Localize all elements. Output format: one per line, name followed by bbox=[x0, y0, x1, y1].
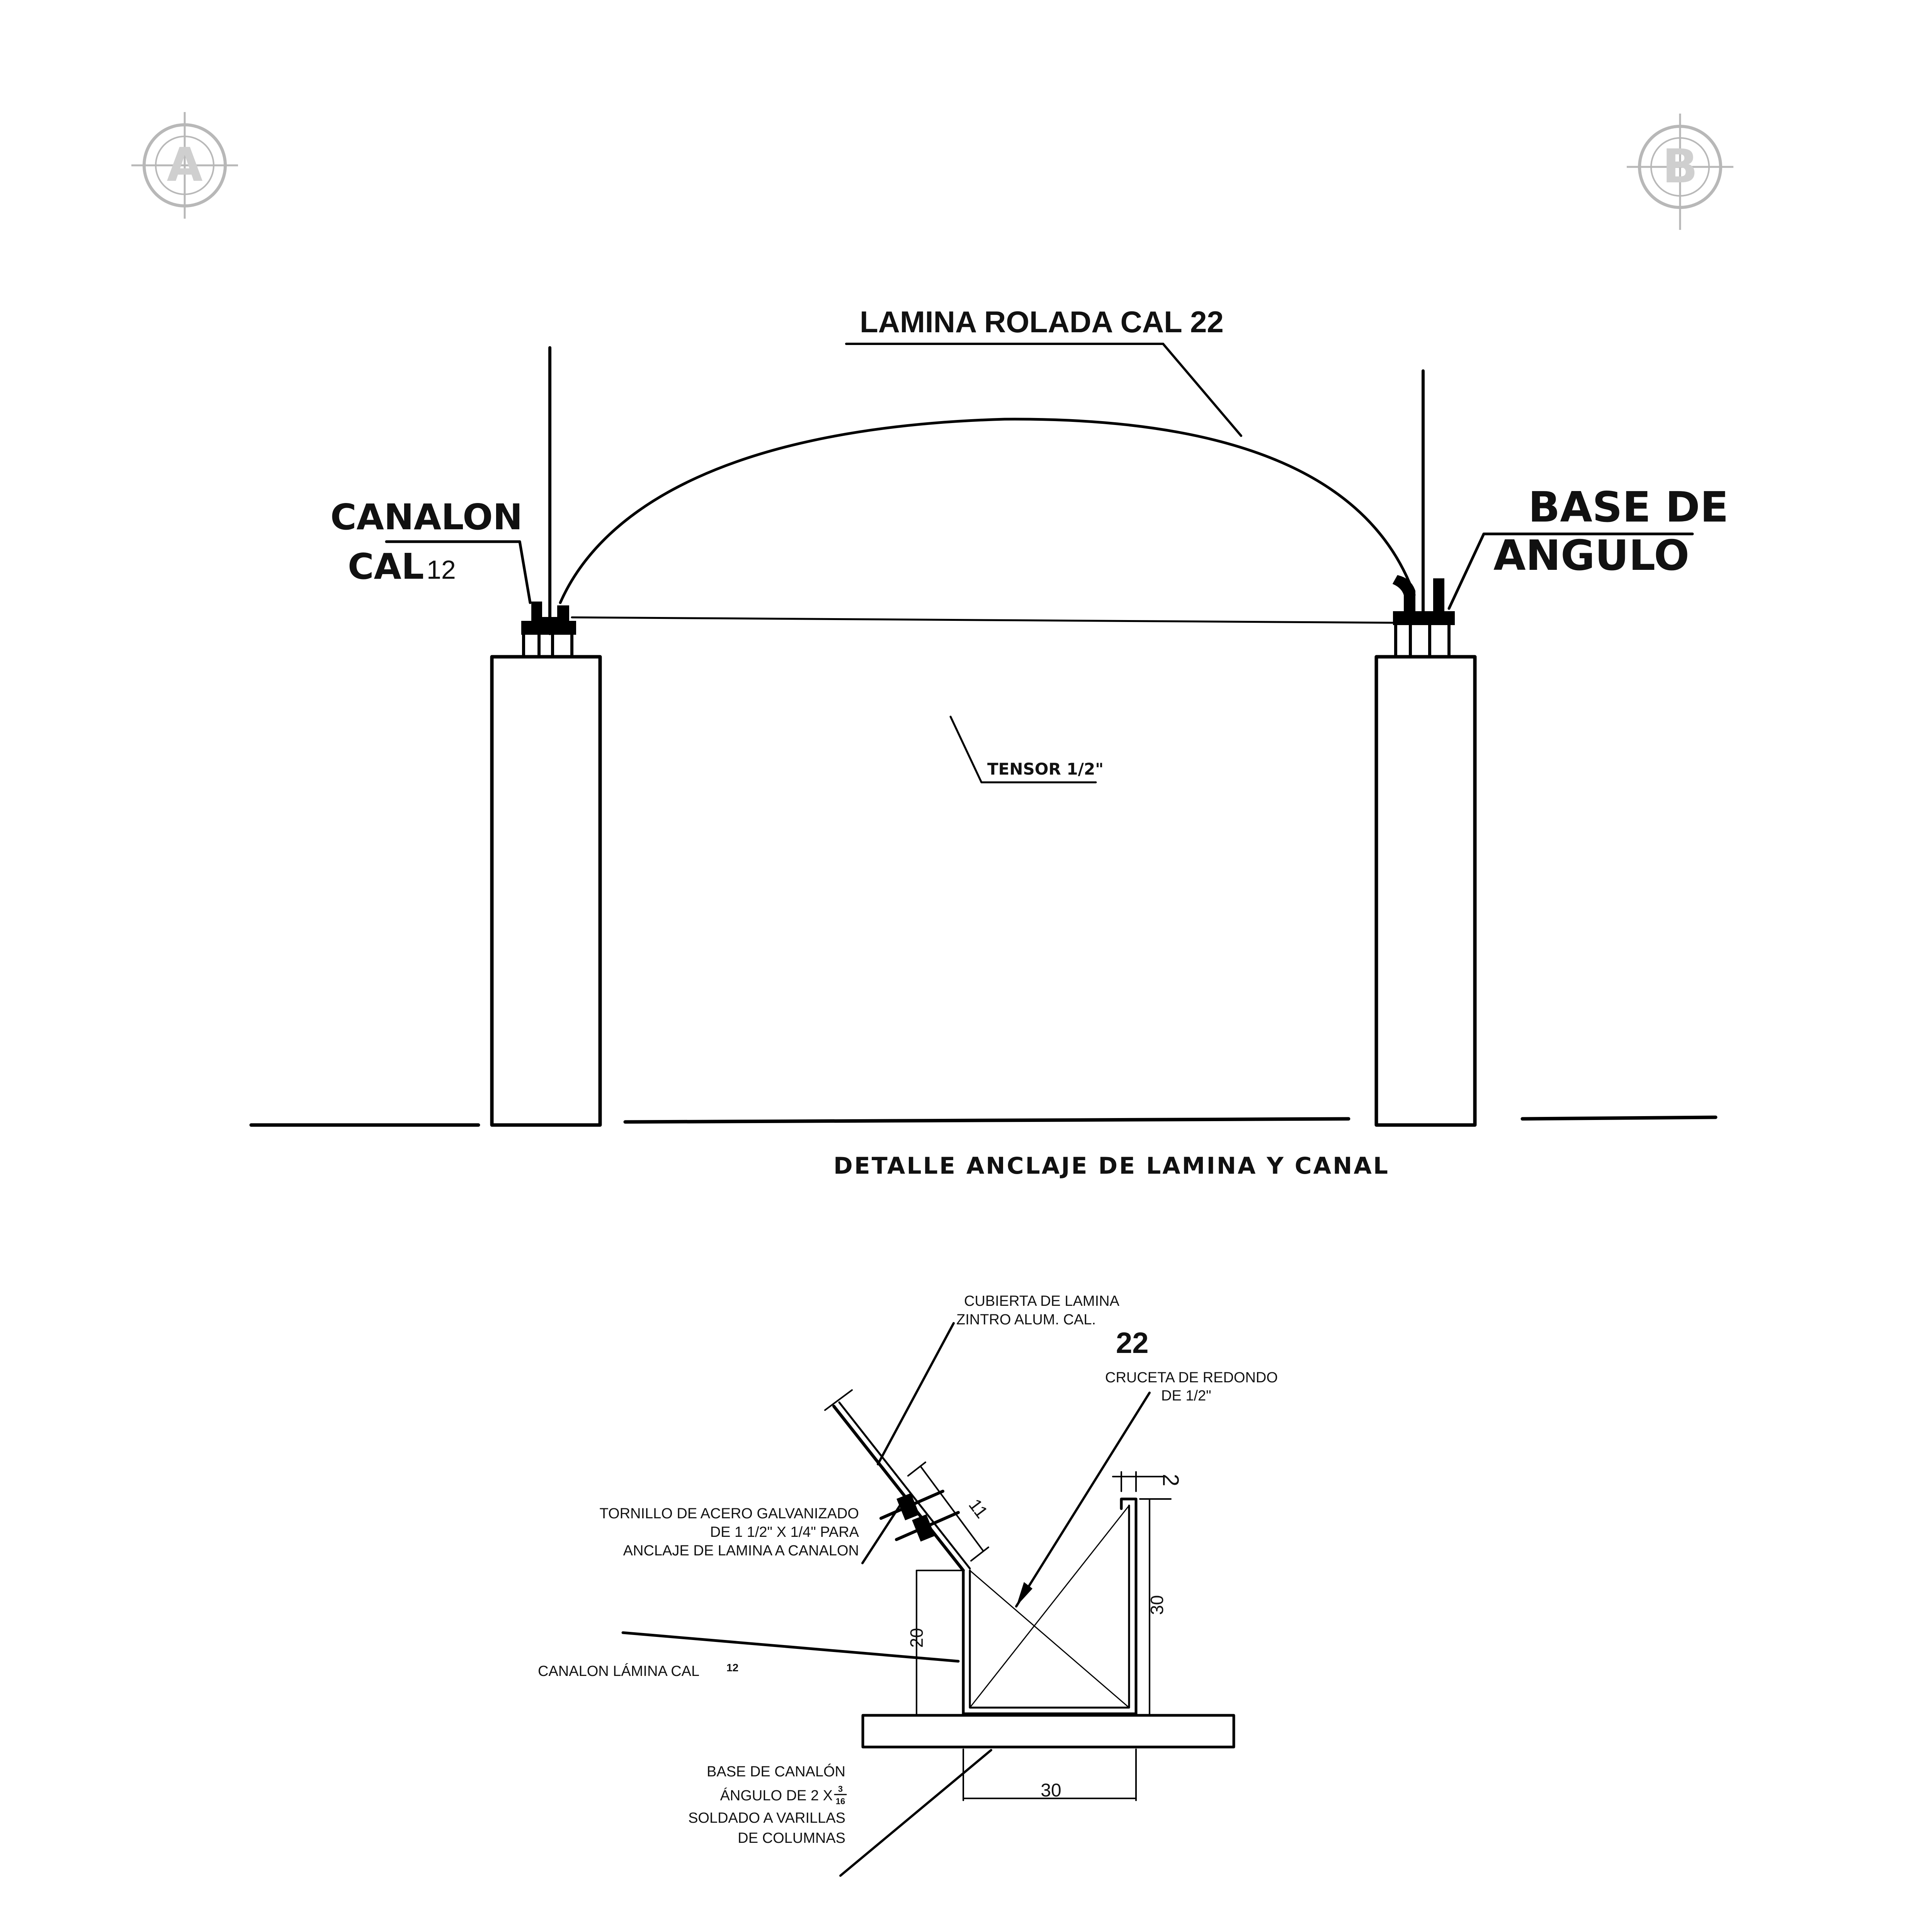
grid-marker-a: A bbox=[131, 112, 238, 219]
gutter-label-gauge: 12 bbox=[726, 1662, 738, 1674]
dim-right-height: 30 bbox=[1147, 1595, 1167, 1615]
gutter-label-line1: CANALON bbox=[330, 496, 522, 538]
bolt-label-line2: DE 1 1/2" X 1/4" PARA bbox=[710, 1524, 859, 1540]
right-gutter-cap bbox=[1392, 575, 1455, 625]
roof-label: LAMINA ROLADA CAL 22 bbox=[860, 305, 1224, 339]
bolt bbox=[895, 1511, 960, 1542]
cover-label-line1: CUBIERTA DE LAMINA bbox=[964, 1293, 1120, 1309]
right-column bbox=[1374, 655, 1477, 1127]
cross-label-line2: DE 1/2" bbox=[1161, 1388, 1211, 1404]
ground-line bbox=[623, 1117, 1350, 1124]
roof-sheet-slope bbox=[832, 1405, 965, 1572]
gutter-label-line2: CAL bbox=[348, 546, 424, 587]
left-rebar-stubs bbox=[522, 632, 573, 658]
gutter-label-leader bbox=[518, 540, 532, 604]
cover-label-leader bbox=[877, 1322, 955, 1465]
elevation-title: DETALLE ANCLAJE DE LAMINA Y CANAL bbox=[833, 1152, 1389, 1179]
dim-width: 30 bbox=[1041, 1780, 1061, 1801]
grid-marker-a-label: A bbox=[167, 138, 203, 192]
gutter-label: CANALON LÁMINA CAL bbox=[538, 1663, 699, 1679]
left-column bbox=[490, 655, 602, 1127]
bolt-label-line1: TORNILLO DE ACERO GALVANIZADO bbox=[600, 1506, 859, 1522]
tensor-label: TENSOR 1/2" bbox=[987, 760, 1104, 778]
bolt-label-leader bbox=[861, 1498, 905, 1564]
left-gutter-cap bbox=[521, 602, 576, 635]
roof-label-leader bbox=[1162, 343, 1242, 437]
cross-label-leader bbox=[1015, 1392, 1151, 1608]
ground-line bbox=[1520, 1115, 1718, 1121]
elevation-view: LAMINA ROLADA CAL 22 CANALON CAL 12 BASE… bbox=[249, 305, 1728, 1179]
dim-slope: 11 bbox=[965, 1495, 992, 1522]
grid-marker-b: B bbox=[1627, 114, 1733, 230]
angle-label-leader bbox=[1447, 532, 1485, 610]
gutter-channel bbox=[962, 1497, 1138, 1715]
cross-label-line1: CRUCETA DE REDONDO bbox=[1105, 1370, 1278, 1386]
dim-left-height: 20 bbox=[906, 1628, 927, 1648]
base-label-line3: SOLDADO A VARILLAS bbox=[688, 1810, 845, 1826]
base-label-leader bbox=[839, 1749, 992, 1877]
cross-brace bbox=[969, 1505, 1130, 1708]
angle-label-line2: ANGULO bbox=[1493, 532, 1689, 580]
base-label-line2: ÁNGULO DE 2 X bbox=[720, 1787, 833, 1804]
base-label-line4: DE COLUMNAS bbox=[738, 1830, 845, 1846]
base-label-frac-den: 16 bbox=[836, 1796, 845, 1806]
cross-brace bbox=[969, 1570, 1130, 1708]
angle-label-line1: BASE DE bbox=[1528, 483, 1728, 532]
gutter-label-leader bbox=[621, 1631, 960, 1663]
base-angle-plate bbox=[861, 1714, 1235, 1749]
cover-label-line2: ZINTRO ALUM. CAL. bbox=[956, 1312, 1096, 1328]
gutter-section-detail: 11 20 30 30 2 CUBIERTA DE LAMINA ZINTRO … bbox=[538, 1293, 1278, 1877]
base-label-frac-num: 3 bbox=[838, 1784, 843, 1794]
cover-label-gauge: 22 bbox=[1116, 1327, 1149, 1360]
right-rebar-stubs bbox=[1394, 622, 1451, 658]
base-label-line1: BASE DE CANALÓN bbox=[707, 1763, 845, 1780]
dim-lip: 2 bbox=[1158, 1474, 1183, 1486]
tensor-label-leader bbox=[949, 715, 983, 783]
grid-marker-b-label: B bbox=[1662, 140, 1697, 194]
gutter-label-gauge: 12 bbox=[427, 555, 456, 585]
rolled-sheet-arch bbox=[559, 418, 1416, 604]
tensor-line bbox=[571, 616, 1397, 624]
bolt-label-line3: ANCLAJE DE LAMINA A CANALON bbox=[623, 1543, 859, 1559]
